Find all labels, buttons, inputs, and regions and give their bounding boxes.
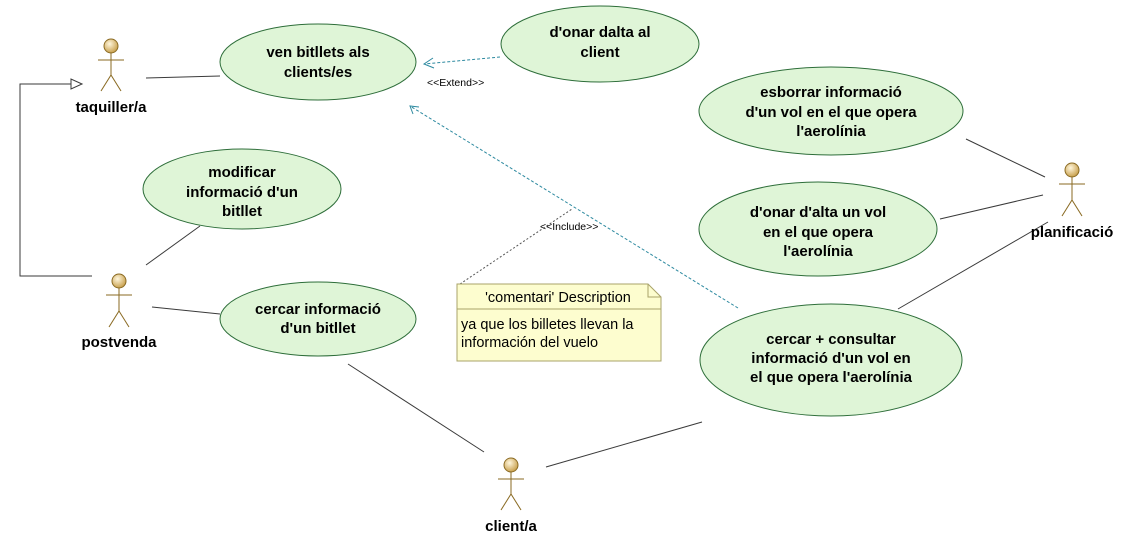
usecase-donar-alta-client[interactable]: d'onar dalta al client — [500, 5, 700, 83]
assoc-postvenda-modificar — [145, 225, 201, 266]
dependencies — [409, 56, 739, 309]
actor-postvenda-label: postvenda — [81, 334, 157, 351]
usecase-alta-vol[interactable]: d'onar d'alta un vol en el que opera l'a… — [698, 181, 938, 277]
generalization-postvenda-taquiller — [19, 78, 92, 277]
usecase-cercar-vol[interactable]: cercar + consultar informació d'un vol e… — [699, 303, 963, 417]
actor-client[interactable]: client/a — [485, 457, 538, 535]
include-line — [409, 105, 739, 309]
usecase-esborrar-vol-line-3: l'aerolínia — [796, 123, 866, 140]
assoc-planificacio-alta — [939, 194, 1044, 220]
note-title: 'comentari' Description — [485, 290, 631, 306]
usecase-cercar-bitllet[interactable]: cercar informació d'un bitllet — [219, 281, 417, 357]
usecase-esborrar-vol-line-1: esborrar informació — [760, 84, 902, 101]
actor-planificacio[interactable]: planificació — [1031, 162, 1114, 241]
usecase-vendre-line-1: ven bitllets als — [266, 44, 369, 61]
usecase-vendre[interactable]: ven bitllets als clients/es — [219, 23, 417, 101]
include-stereotype: <<Include>> — [540, 221, 598, 233]
extend-line — [423, 56, 501, 65]
note-comentari[interactable]: 'comentari' Description ya que los bille… — [456, 283, 662, 362]
usecase-cercar-bitllet-line-1: cercar informació — [255, 301, 381, 318]
usecase-cercar-vol-line-1: cercar + consultar — [766, 331, 896, 348]
usecase-modificar-bitllet-line-1: modificar — [208, 164, 276, 181]
usecase-alta-vol-line-1: d'onar d'alta un vol — [750, 204, 886, 221]
usecase-alta-vol-line-3: l'aerolínia — [783, 243, 853, 260]
extend-arrowhead — [422, 57, 435, 69]
usecase-modificar-bitllet-line-3: bitllet — [222, 203, 262, 220]
actor-client-label: client/a — [485, 518, 537, 535]
note-anchor-line — [459, 208, 573, 285]
associations — [145, 75, 1049, 468]
stick-figure-icon — [98, 38, 124, 92]
assoc-planificacio-esborrar — [965, 138, 1046, 178]
assoc-planificacio-cercar-vol — [897, 221, 1049, 310]
usecase-vendre-line-2: clients/es — [284, 64, 352, 81]
usecase-donar-alta-client-line-1: d'onar dalta al — [549, 24, 650, 41]
usecase-cercar-vol-line-3: el que opera l'aerolínia — [750, 369, 913, 386]
actor-planificacio-label: planificació — [1031, 224, 1114, 241]
usecase-modificar-bitllet-line-2: informació d'un — [186, 184, 298, 201]
assoc-client-cercar-vol — [545, 421, 703, 468]
assoc-client-cercar-bitllet — [347, 363, 485, 453]
include-arrowhead — [409, 105, 420, 115]
usecase-donar-alta-client-line-2: client — [580, 44, 619, 61]
assoc-postvenda-cercar-bitllet — [151, 306, 221, 315]
usecase-alta-vol-line-2: en el que opera — [763, 224, 874, 241]
actor-postvenda[interactable]: postvenda — [81, 273, 157, 351]
note-line-2: información del vuelo — [461, 335, 598, 351]
stick-figure-icon — [498, 457, 524, 511]
actor-taquiller-label: taquiller/a — [76, 99, 148, 116]
stick-figure-icon — [106, 273, 132, 328]
usecase-esborrar-vol[interactable]: esborrar informació d'un vol en el que o… — [698, 66, 964, 156]
extend-stereotype: <<Extend>> — [427, 77, 484, 89]
usecase-esborrar-vol-line-2: d'un vol en el que opera — [745, 104, 917, 121]
note-line-1: ya que los billetes llevan la — [461, 317, 634, 333]
actor-taquiller[interactable]: taquiller/a — [76, 38, 148, 116]
usecase-cercar-bitllet-line-2: d'un bitllet — [280, 320, 355, 337]
assoc-taquiller-vendre — [145, 75, 221, 79]
usecase-cercar-vol-line-2: informació d'un vol en — [751, 350, 910, 367]
usecase-modificar-bitllet[interactable]: modificar informació d'un bitllet — [142, 148, 342, 230]
stick-figure-icon — [1059, 162, 1085, 217]
